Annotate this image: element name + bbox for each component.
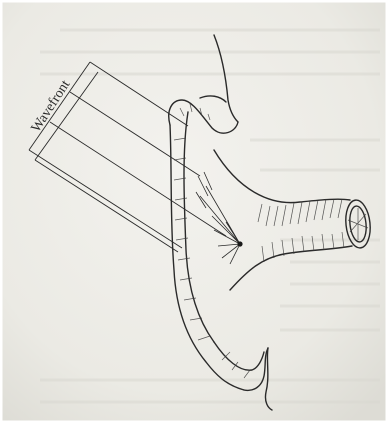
- focal-point: [237, 241, 242, 246]
